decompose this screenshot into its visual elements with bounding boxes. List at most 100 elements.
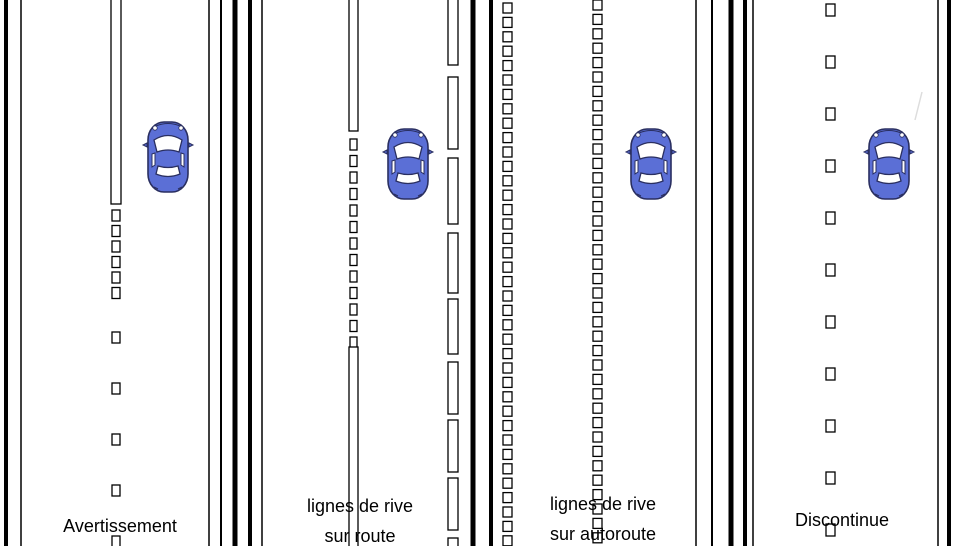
car-headlight — [392, 132, 398, 138]
edge-line-dash — [592, 157, 603, 170]
car-windshield — [874, 141, 904, 160]
edge-line-dash — [502, 88, 513, 101]
edge-line-dash — [502, 391, 513, 403]
short-dash — [349, 204, 358, 217]
road-edge-line — [743, 0, 747, 546]
edge-line-dash — [592, 373, 603, 386]
caption-rive-route-line-2: sur route — [324, 526, 396, 546]
edge-line-dash — [592, 359, 603, 371]
edge-line-dash — [592, 229, 603, 242]
short-dash — [349, 220, 358, 234]
edge-line-dash — [502, 261, 513, 273]
short-dash — [349, 154, 358, 168]
edge-line-dash — [592, 56, 603, 69]
broken-line-dash — [825, 3, 836, 17]
caption-rive-route-line-1: lignes de rive — [306, 496, 414, 516]
edge-line-dash — [502, 247, 513, 259]
caption-rive-route: lignes de rive sur route — [285, 491, 435, 551]
short-dash — [111, 255, 121, 269]
edge-line-dash — [592, 143, 603, 155]
edge-line-dash — [502, 319, 513, 331]
road-edge-line — [470, 0, 476, 546]
edge-line-dash — [502, 376, 513, 389]
broken-line-dash — [825, 107, 836, 121]
car-top-view-icon — [381, 128, 435, 200]
car-headlight — [635, 132, 641, 138]
car-headlight — [899, 132, 905, 138]
road-edge-line — [208, 0, 210, 546]
spaced-dash — [111, 331, 121, 344]
car-mirror — [624, 149, 678, 155]
edge-line-dash — [447, 0, 459, 66]
edge-line-dash — [592, 200, 603, 213]
edge-line-dash — [592, 532, 603, 544]
short-dash — [349, 138, 358, 151]
short-dash — [111, 286, 121, 300]
edge-line-dash — [502, 434, 513, 446]
spaced-dash — [111, 535, 121, 546]
edge-line-dash — [592, 488, 603, 501]
edge-line-dash — [502, 275, 513, 288]
car-top-view-icon — [624, 128, 678, 200]
short-dash — [111, 224, 121, 238]
short-dash — [349, 303, 358, 316]
car-side-window — [391, 159, 425, 175]
broken-line-dash — [825, 471, 836, 485]
short-dash — [111, 271, 121, 284]
short-dash — [349, 253, 358, 267]
car-mirror — [141, 142, 195, 148]
edge-line-dash — [447, 477, 459, 531]
car-top-view-icon — [141, 121, 195, 193]
edge-line-dash — [447, 361, 459, 415]
edge-line-dash — [502, 218, 513, 230]
car-tail-light — [874, 193, 904, 197]
road-edge-line — [489, 0, 493, 546]
continuous-line-segment — [348, 0, 359, 132]
edge-line-dash — [502, 175, 513, 187]
edge-line-dash — [502, 405, 513, 417]
edge-line-dash — [502, 347, 513, 360]
car-tail-light — [153, 186, 183, 190]
edge-line-dash — [592, 272, 603, 285]
edge-line-dash — [592, 71, 603, 83]
edge-line-dash — [592, 445, 603, 458]
edge-line-dash — [502, 160, 513, 173]
edge-line-dash — [502, 59, 513, 72]
edge-line-dash — [447, 298, 459, 355]
car-rear-window — [638, 172, 664, 185]
edge-line-dash — [592, 0, 603, 11]
short-dash — [349, 187, 358, 201]
broken-line-dash — [825, 263, 836, 277]
edge-line-dash — [592, 402, 603, 414]
car-hood-line — [638, 130, 664, 134]
continuous-line-segment — [110, 0, 122, 205]
short-dash — [349, 171, 358, 184]
car-windshield — [153, 134, 183, 153]
edge-line-dash — [502, 477, 513, 489]
edge-line-dash — [592, 114, 603, 126]
road-edge-line — [947, 0, 951, 546]
edge-line-dash — [592, 13, 603, 26]
edge-line-dash — [592, 287, 603, 299]
edge-line-dash — [502, 2, 513, 14]
car-tail-light — [636, 193, 666, 197]
edge-line-dash — [502, 304, 513, 317]
road-edge-line — [711, 0, 713, 546]
car-side-window — [151, 152, 185, 168]
edge-line-dash — [502, 131, 513, 144]
edge-line-dash — [502, 419, 513, 432]
caption-avertissement: Avertissement — [40, 511, 200, 541]
caption-rive-autoroute-line-2: sur autoroute — [549, 524, 657, 544]
edge-line-dash — [502, 16, 513, 29]
car-mirror — [862, 149, 916, 155]
edge-line-dash — [502, 103, 513, 115]
short-dash — [349, 286, 358, 300]
car-hood-line — [395, 130, 421, 134]
edge-line-dash — [502, 203, 513, 216]
car-top-view-icon — [862, 128, 916, 200]
edge-line-dash — [592, 517, 603, 530]
edge-line-dash — [592, 388, 603, 400]
car-rear-window — [155, 165, 181, 178]
caption-discontinue-line-1: Discontinue — [794, 510, 890, 530]
